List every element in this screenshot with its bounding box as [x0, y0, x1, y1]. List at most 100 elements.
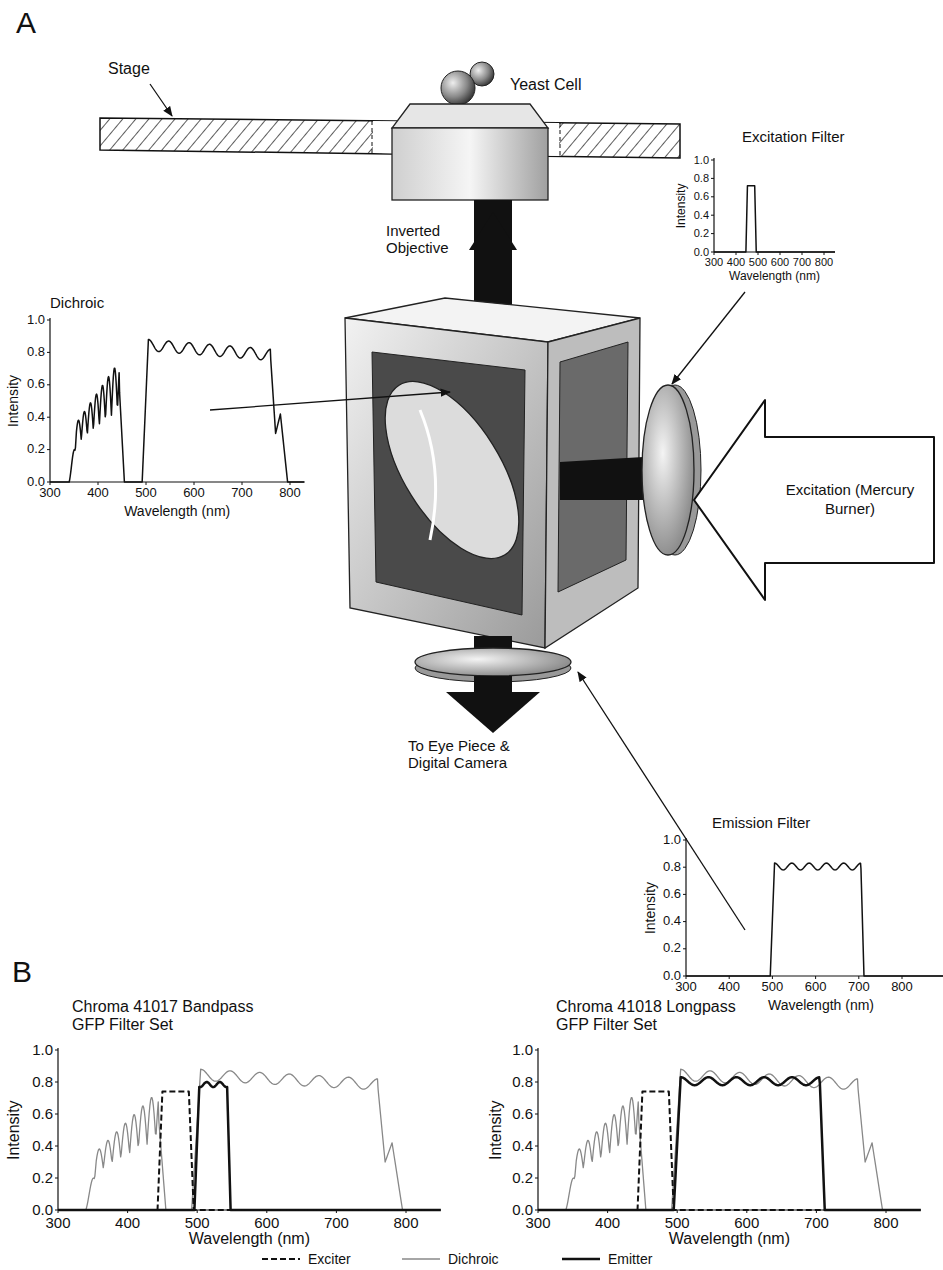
tick-mark: [677, 1210, 678, 1213]
tick-mark: [535, 1050, 538, 1051]
tick-label: 300: [675, 980, 697, 995]
tick-mark: [47, 352, 50, 353]
y-axis: [57, 1048, 58, 1210]
chart-title: Emission Filter: [712, 814, 810, 831]
tick-label: 1.0: [694, 154, 709, 167]
objective-top: [392, 104, 548, 128]
tick-mark: [55, 1082, 58, 1083]
axis-title: Intensity: [487, 1100, 505, 1160]
tick-mark: [535, 1178, 538, 1179]
excitation-arrow: Excitation (Mercury Burner): [690, 395, 938, 605]
tick-mark: [197, 1210, 198, 1213]
legend-text: Dichroic: [448, 1251, 499, 1267]
panel-label: B: [12, 955, 32, 990]
spectrum-curve: [714, 186, 835, 252]
axis-title: Intensity: [675, 184, 689, 229]
spectrum-chart: [711, 158, 835, 255]
tick-mark: [535, 1146, 538, 1147]
tick-mark: [47, 384, 50, 385]
tick-label: 700: [793, 256, 811, 269]
dichroic-mirror: [358, 360, 545, 580]
tick-mark: [711, 196, 714, 197]
axis-title: Intensity: [5, 375, 21, 427]
tick-label: 0.6: [663, 887, 681, 902]
arrow-shape: [694, 400, 934, 600]
tick-mark: [535, 1082, 538, 1083]
y-axis: [713, 158, 714, 252]
tick-mark: [47, 320, 50, 321]
tick-label: 400: [727, 256, 745, 269]
tick-label: 0.8: [27, 345, 45, 360]
tick-label: 800: [815, 256, 833, 269]
axis-title: Wavelength (nm): [768, 997, 874, 1013]
spectrum-curve: [686, 863, 943, 976]
tick-label: 0.4: [32, 1137, 53, 1154]
chart-title: Chroma 41018 Longpass GFP Filter Set: [556, 998, 766, 1035]
spectrum-chart: [683, 838, 943, 979]
tick-mark: [683, 840, 686, 841]
tick-label: 0.2: [32, 1169, 53, 1186]
tick-label: 0.2: [663, 941, 681, 956]
tick-label: 300: [39, 486, 61, 501]
tick-label: 0.6: [27, 377, 45, 392]
tick-label: 400: [115, 1214, 140, 1231]
tick-mark: [711, 233, 714, 234]
tick-mark: [47, 449, 50, 450]
tick-mark: [194, 482, 195, 485]
axis-title: Wavelength (nm): [669, 1230, 790, 1248]
tick-label: 600: [734, 1214, 759, 1231]
tick-label: 500: [749, 256, 767, 269]
tick-label: 600: [183, 486, 205, 501]
spectrum-curve: [538, 1077, 921, 1210]
spectrum-chart: [535, 1048, 921, 1213]
leader-line: [210, 392, 450, 410]
excitation-filter: [642, 385, 694, 555]
tick-label: 1.0: [512, 1041, 533, 1058]
arrow-outline: [690, 395, 938, 605]
leader-line: [672, 292, 745, 384]
objective-body: [392, 128, 548, 200]
node-text: Excitation (Mercury Burner): [780, 481, 920, 519]
tick-mark: [55, 1178, 58, 1179]
tick-mark: [47, 417, 50, 418]
tick-label: 300: [45, 1214, 70, 1231]
tick-label: 800: [393, 1214, 418, 1231]
legend-sample: [562, 1258, 600, 1261]
tick-mark: [55, 1146, 58, 1147]
legend-text: Exciter: [308, 1251, 351, 1267]
part-label: Stage: [108, 60, 150, 78]
spectrum-curve: [538, 1092, 921, 1210]
spectrum-chart: [47, 318, 304, 485]
tick-mark: [683, 921, 686, 922]
tick-mark: [711, 178, 714, 179]
legend-sample: [262, 1258, 300, 1260]
tick-label: 400: [595, 1214, 620, 1231]
tick-mark: [772, 976, 773, 979]
axis-title: Intensity: [642, 882, 658, 934]
mirror-highlight: [420, 410, 436, 540]
legend-sample: [402, 1258, 440, 1259]
tick-label: 500: [135, 486, 157, 501]
tick-label: 300: [705, 256, 723, 269]
tick-label: 400: [87, 486, 109, 501]
beam-arrowhead: [469, 212, 517, 250]
tick-label: 1.0: [32, 1041, 53, 1058]
spectrum-chart: [55, 1048, 441, 1213]
tick-label: 0.4: [27, 410, 45, 425]
tick-label: 600: [771, 256, 789, 269]
tick-label: 0.6: [512, 1105, 533, 1122]
spectrum-curve: [538, 1069, 921, 1210]
y-axis: [49, 318, 50, 482]
tick-label: 0.4: [694, 209, 709, 222]
tick-label: 400: [718, 980, 740, 995]
tick-label: 800: [873, 1214, 898, 1231]
leader-line: [150, 84, 172, 116]
filter-cube-front: [345, 318, 548, 648]
tick-label: 300: [525, 1214, 550, 1231]
tick-mark: [815, 976, 816, 979]
spectrum-curve: [50, 339, 304, 482]
tick-mark: [683, 894, 686, 895]
tick-label: 600: [805, 980, 827, 995]
tick-label: 0.8: [663, 860, 681, 875]
